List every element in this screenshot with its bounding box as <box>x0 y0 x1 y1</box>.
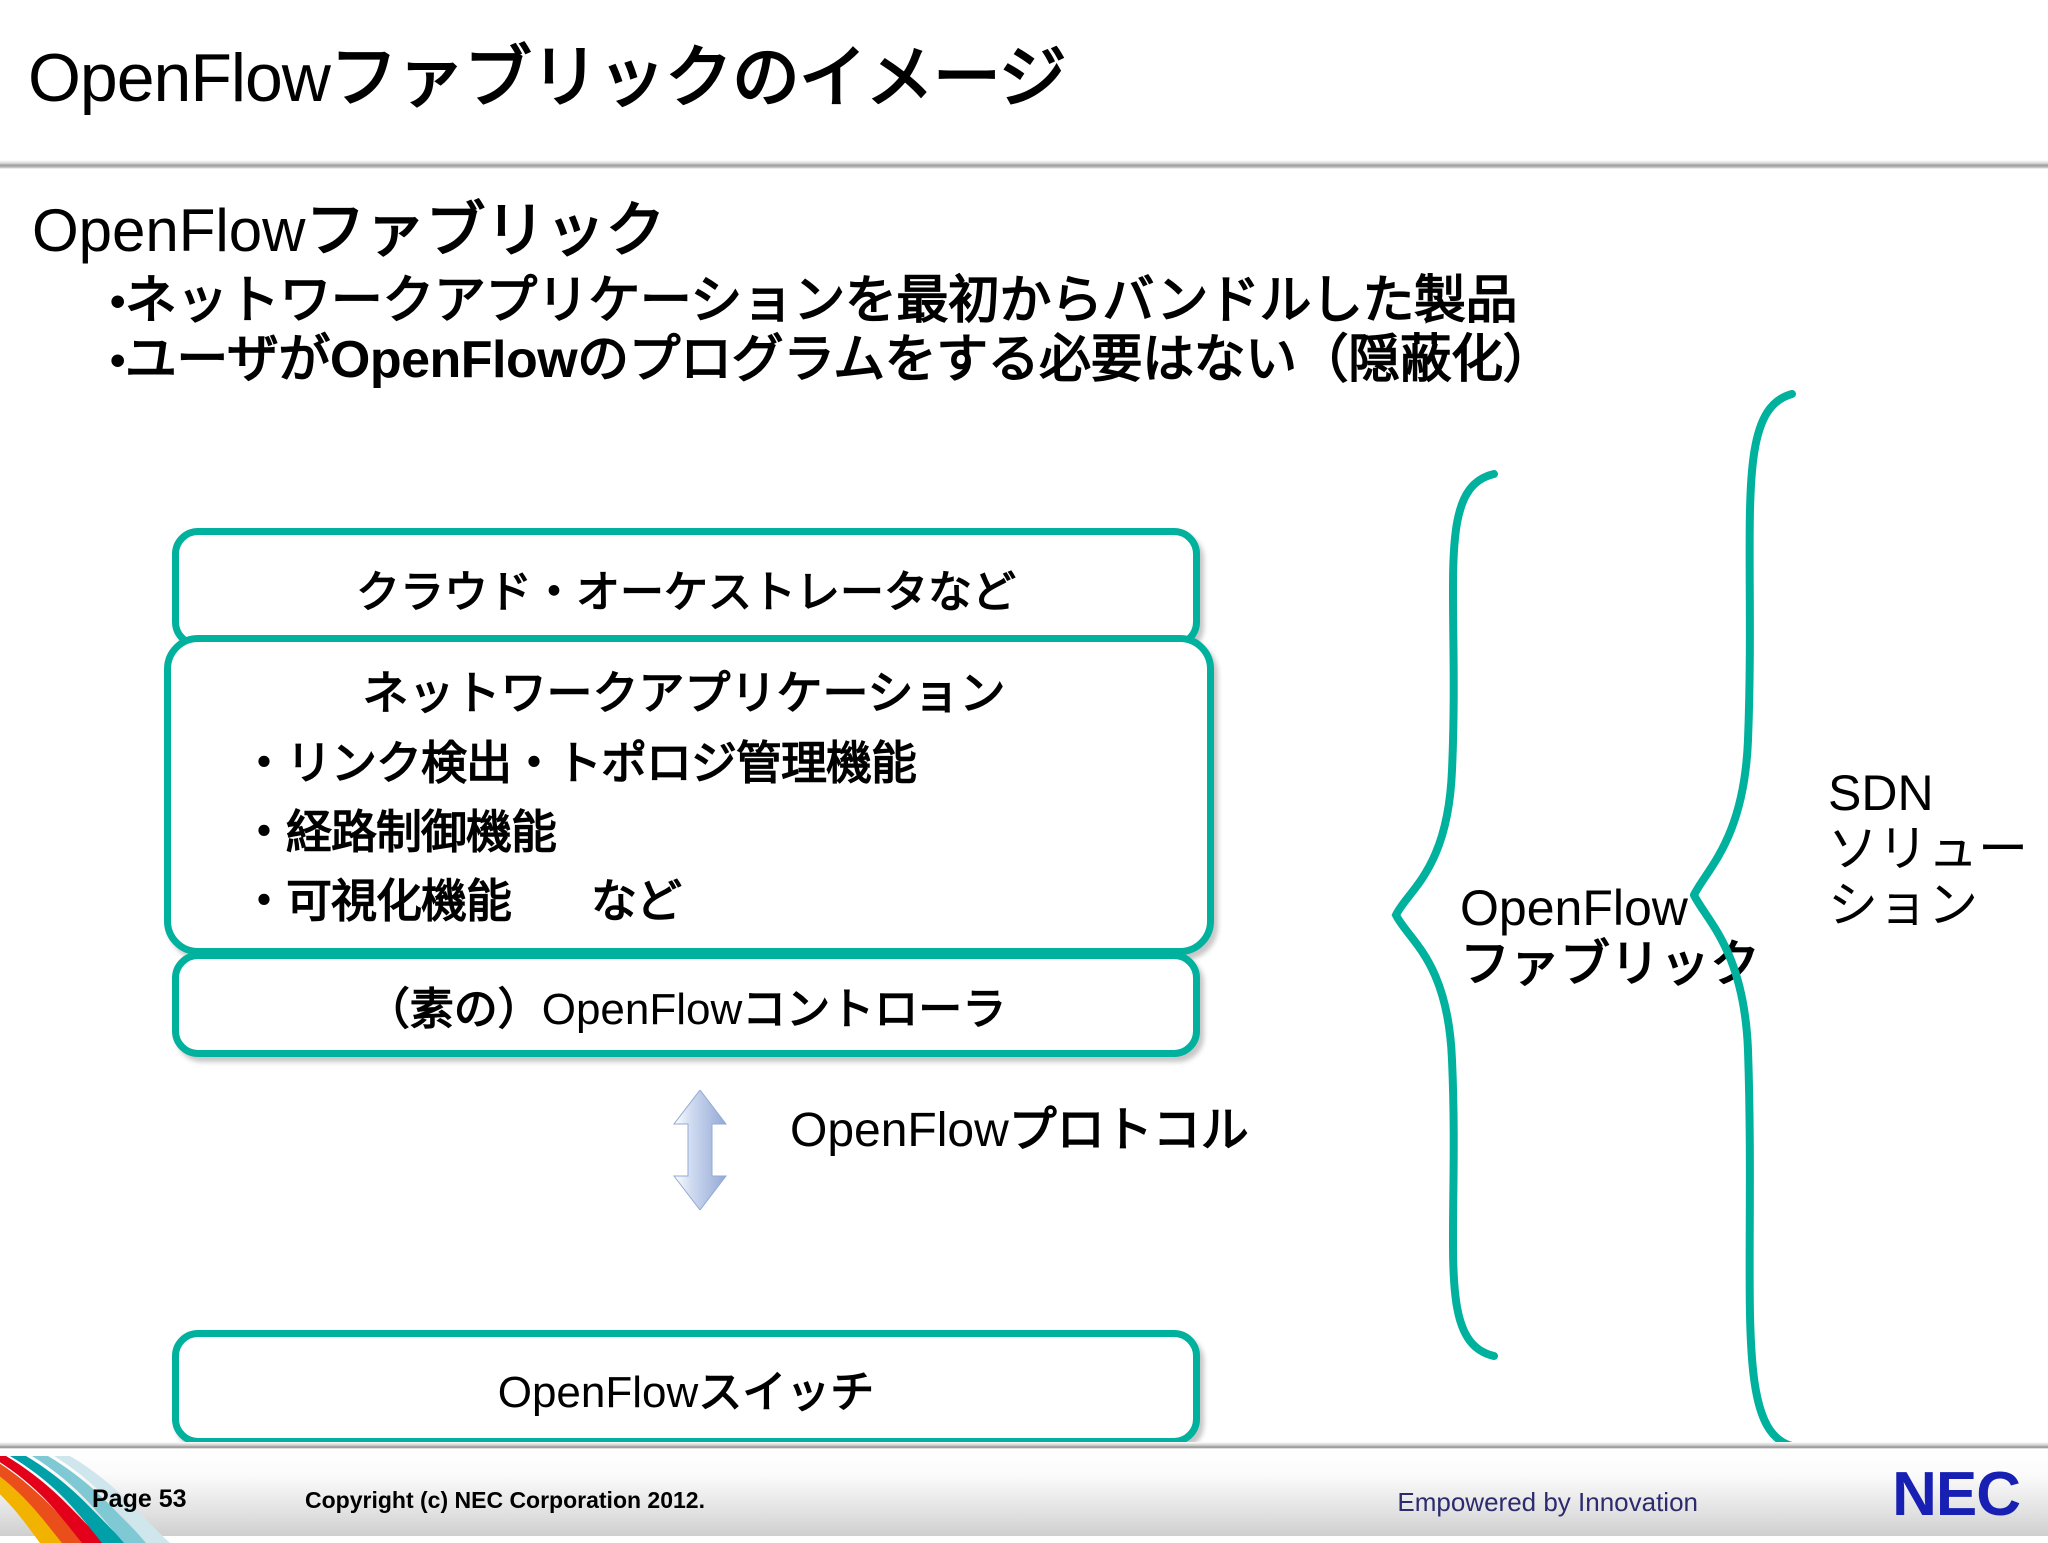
page-title-latin: OpenFlow <box>28 40 331 116</box>
list-item: •ネットワークアプリケーションを最初からバンドルした製品 <box>110 272 1554 331</box>
diagram: クラウド・オーケストレータなど API ネットワークアプリケーション ・リンク <box>0 390 2048 1450</box>
nec-brand-stripes-icon <box>0 1456 170 1543</box>
diagram-box-cloud-orchestrator: クラウド・オーケストレータなど <box>172 528 1200 648</box>
list-item: •ユーザがOpenFlowのプログラムをする必要はない（隠蔽化） <box>110 331 1555 390</box>
network-application-content: ネットワークアプリケーション ・リンク検出・トポロジ管理機能 ・経路制御機能 ・… <box>171 657 1207 934</box>
brace-label-line: SDN <box>1828 765 1934 821</box>
controller-latin: OpenFlow <box>541 984 743 1034</box>
footer-background: Page 53 Copyright (c) NEC Corporation 20… <box>0 1449 2048 1543</box>
network-application-etc: など <box>591 874 682 927</box>
brace-label-openflow-fabric: OpenFlow ファブリック <box>1460 880 1760 992</box>
bullet-marker-icon: • <box>110 277 125 326</box>
diagram-box-openflow-controller: （素の）OpenFlowコントローラ <box>172 952 1200 1057</box>
nec-logo: NEC <box>1892 1460 2021 1529</box>
box-label: ネットワークアプリケーション <box>362 666 1006 719</box>
brace-openflow-fabric-icon <box>1390 470 1510 1365</box>
diagram-box-openflow-switch: OpenFlowスイッチ <box>172 1330 1200 1445</box>
brace-label-line: ション <box>1828 877 1978 933</box>
arrow-label-protocol: OpenFlowプロトコル <box>790 1090 1249 1160</box>
controller-suffix: コントローラ <box>742 984 1007 1034</box>
network-application-item: ・リンク検出・トポロジ管理機能 <box>241 736 917 789</box>
box-label: OpenFlowスイッチ <box>498 1356 875 1420</box>
bullet-list: •ネットワークアプリケーションを最初からバンドルした製品 •ユーザがOpenFl… <box>110 272 1555 391</box>
protocol-latin: OpenFlow <box>790 1104 1009 1157</box>
title-divider <box>0 160 2048 169</box>
switch-latin: OpenFlow <box>497 1367 699 1417</box>
page-title-jp: ファブリックのイメージ <box>329 40 1067 116</box>
diagram-box-network-application: ネットワークアプリケーション ・リンク検出・トポロジ管理機能 ・経路制御機能 ・… <box>164 635 1214 955</box>
switch-jp: スイッチ <box>698 1367 875 1417</box>
brace-label-line: OpenFlow <box>1460 880 1688 936</box>
controller-prefix: （素の） <box>365 984 542 1034</box>
brace-label-sdn-solution: SDN ソリュー ション <box>1828 765 2028 933</box>
brace-label-line: ファブリック <box>1460 936 1760 992</box>
box-label: （素の）OpenFlowコントローラ <box>366 973 1007 1037</box>
box-label: クラウド・オーケストレータなど <box>356 568 1016 617</box>
bullet-text: ユーザがOpenFlowのプログラムをする必要はない（隠蔽化） <box>124 331 1555 390</box>
nec-tagline: Empowered by Innovation <box>1397 1487 1698 1517</box>
network-application-item: ・経路制御機能 <box>241 805 557 858</box>
bullet-marker-icon: • <box>110 336 125 386</box>
network-application-item: ・可視化機能 <box>241 874 512 927</box>
footer: Page 53 Copyright (c) NEC Corporation 20… <box>0 1442 2048 1543</box>
bullet-text: ネットワークアプリケーションを最初からバンドルした製品 <box>124 272 1518 330</box>
section-heading-jp: ファブリック <box>305 197 666 264</box>
page-title: OpenFlowファブリックのイメージ <box>28 22 1067 121</box>
copyright-text: Copyright (c) NEC Corporation 2012. <box>305 1487 705 1513</box>
footer-divider <box>0 1442 2048 1449</box>
protocol-jp: プロトコル <box>1008 1104 1249 1157</box>
section-heading-latin: OpenFlow <box>32 197 306 264</box>
page-number: Page 53 <box>92 1485 187 1513</box>
double-arrow-protocol-icon <box>670 1090 730 1210</box>
brace-sdn-solution-icon <box>1689 390 1810 1455</box>
network-application-item-row: ・可視化機能 など <box>241 865 1207 931</box>
section-heading: OpenFlowファブリック <box>32 182 665 269</box>
brace-label-line: ソリュー <box>1828 821 2028 877</box>
